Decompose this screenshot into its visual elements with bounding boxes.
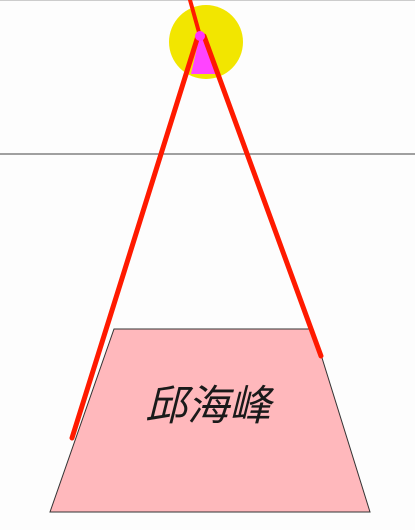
right-ray [201, 33, 324, 359]
trapezoid-label: 邱海峰 [145, 381, 275, 430]
light-beam-cone [191, 34, 216, 74]
light-source-point [195, 31, 205, 41]
top-ray [188, 0, 202, 38]
trapezoid-outline [49, 328, 371, 513]
left-ray [69, 33, 201, 441]
trapezoid-base [50, 329, 370, 512]
